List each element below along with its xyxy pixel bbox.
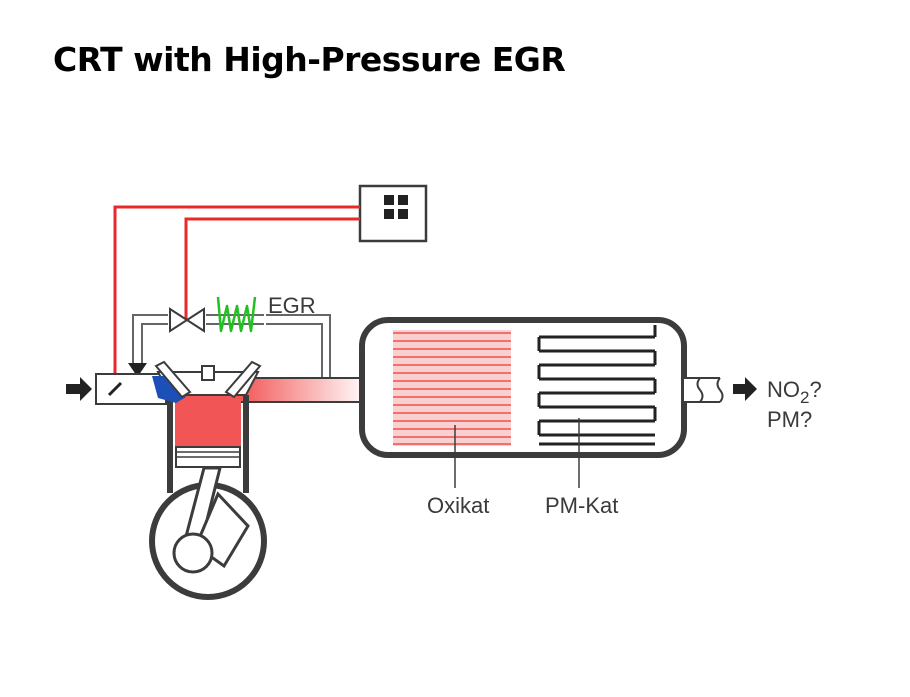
pm-catalyst bbox=[537, 325, 657, 446]
control-wires bbox=[113, 205, 360, 391]
egr-pipe bbox=[132, 314, 331, 378]
egr-cooler-icon bbox=[216, 296, 257, 333]
tailpipe bbox=[684, 377, 757, 403]
oxidation-catalyst bbox=[393, 330, 511, 446]
slide-title: CRT with High-Pressure EGR bbox=[53, 40, 566, 79]
egr-valve-control-wire bbox=[184, 217, 360, 320]
output-no2-label: NO2? bbox=[767, 377, 822, 407]
oxikat-label: Oxikat bbox=[427, 493, 489, 518]
crank-pin bbox=[172, 532, 214, 574]
intake-charge bbox=[152, 376, 186, 403]
control-unit bbox=[358, 184, 428, 243]
injector bbox=[201, 365, 215, 381]
throttle-icon bbox=[107, 381, 123, 397]
pmkat-label: PM-Kat bbox=[545, 493, 618, 518]
egr-valve bbox=[169, 307, 205, 333]
engine bbox=[149, 360, 267, 600]
exhaust-pipe bbox=[238, 377, 368, 403]
exhaust-valve bbox=[224, 360, 262, 399]
intake-pipe bbox=[66, 373, 167, 405]
intake-arrow-icon bbox=[66, 377, 92, 401]
output-arrow-icon bbox=[733, 377, 757, 401]
throttle-control-wire bbox=[113, 205, 360, 391]
egr-return-arrow bbox=[128, 363, 147, 377]
output-pm-label: PM? bbox=[767, 407, 812, 432]
egr-label: EGR bbox=[268, 293, 316, 318]
intake-valve bbox=[154, 360, 192, 399]
